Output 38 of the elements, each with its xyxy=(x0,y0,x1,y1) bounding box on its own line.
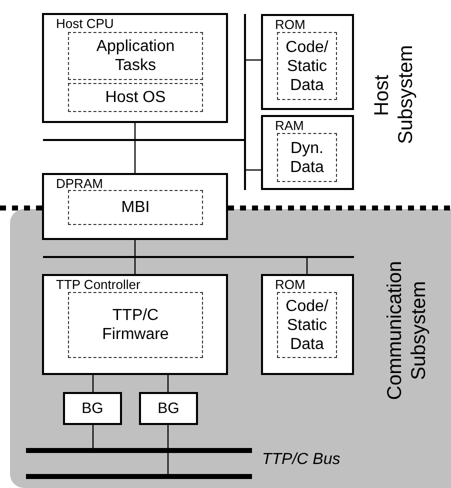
box-title: ROM xyxy=(275,277,306,292)
bus-label: TTP/C Bus xyxy=(262,451,340,469)
bus-line xyxy=(43,139,246,141)
box-title: TTP Controller xyxy=(56,277,140,292)
component-box xyxy=(42,173,228,240)
connector-line xyxy=(134,240,136,256)
subsystem-label: Communication Subsystem xyxy=(383,260,431,402)
connector-line xyxy=(134,258,136,274)
connector-line xyxy=(92,375,94,392)
connector-line xyxy=(306,258,308,274)
connector-line xyxy=(246,169,261,171)
component-box xyxy=(42,274,228,375)
connector-line xyxy=(246,59,261,61)
software-box: Code/ Static Data xyxy=(277,292,337,358)
box-title: DPRAM xyxy=(56,176,103,191)
component-box xyxy=(261,14,354,110)
software-box: Application Tasks xyxy=(68,32,203,80)
connector-line xyxy=(167,375,169,392)
software-box: Host OS xyxy=(68,83,203,112)
box-title: ROM xyxy=(275,17,306,32)
bus-line xyxy=(244,14,246,190)
box-title: Host CPU xyxy=(56,16,114,31)
software-box: TTP/C Firmware xyxy=(68,292,203,358)
subsystem-label: Host Subsystem xyxy=(370,44,418,146)
bus-line xyxy=(43,256,354,258)
software-box: Code/ Static Data xyxy=(277,32,337,100)
component-box xyxy=(261,115,354,190)
software-box: MBI xyxy=(68,190,203,225)
component-box: BG xyxy=(63,392,122,425)
component-box xyxy=(261,274,354,375)
component-box: BG xyxy=(139,392,198,425)
component-box xyxy=(42,13,228,123)
connector-line xyxy=(134,141,136,173)
software-box: Dyn. Data xyxy=(277,133,337,182)
connector-line xyxy=(92,425,94,448)
connector-line xyxy=(167,425,169,474)
box-title: RAM xyxy=(275,118,304,133)
connector-line xyxy=(134,123,136,139)
